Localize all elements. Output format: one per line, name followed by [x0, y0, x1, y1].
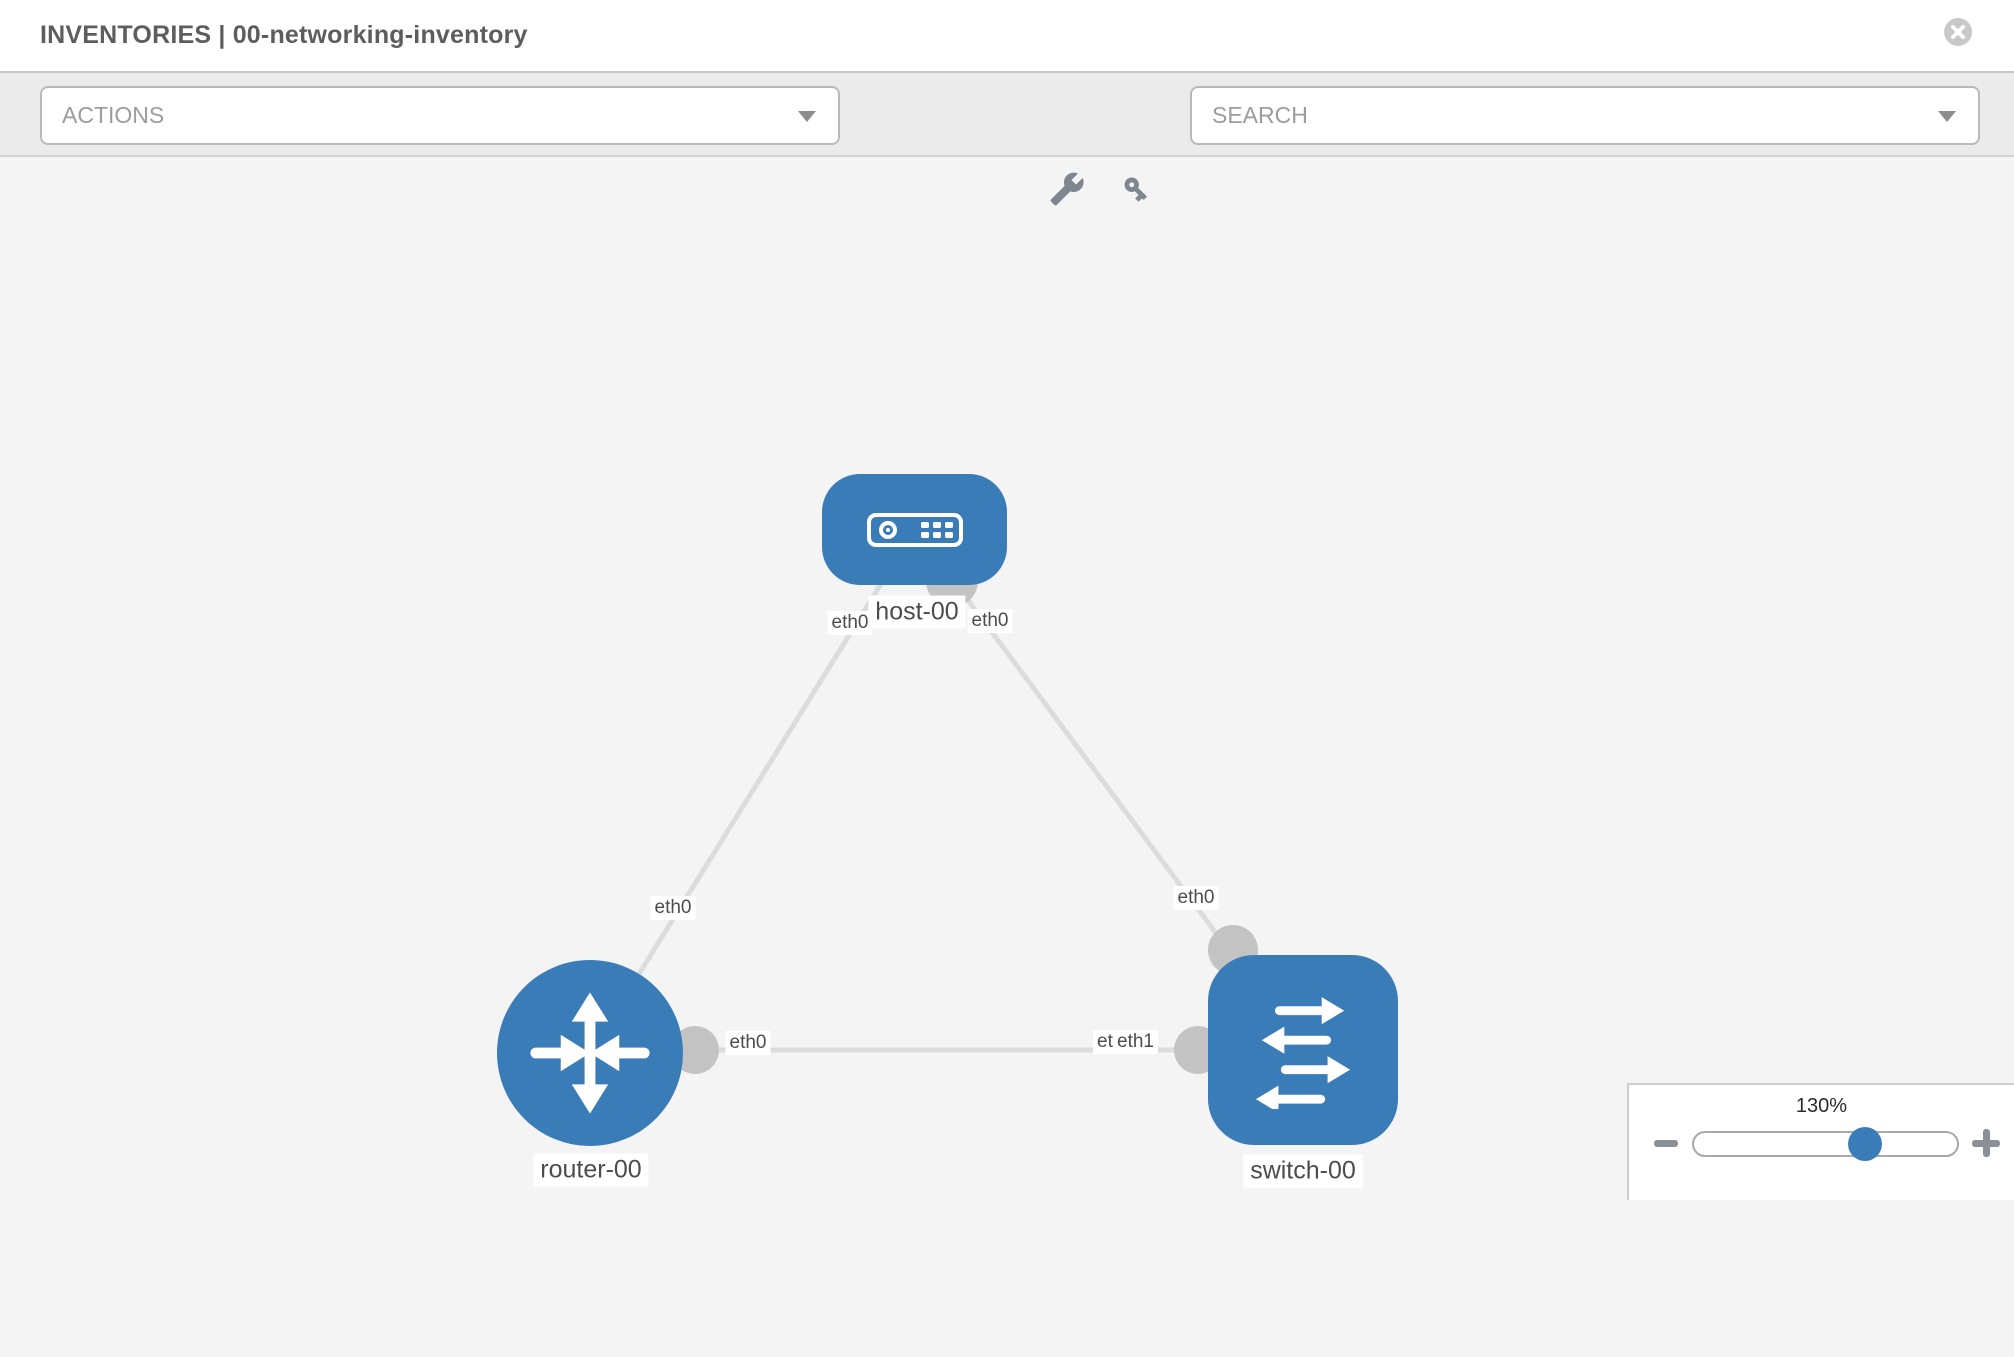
- node-label-host: host-00: [868, 595, 966, 629]
- credentials-button[interactable]: [1118, 171, 1154, 207]
- topology-canvas[interactable]: host-00 router-00 switch-00 eth0 eth0 et…: [0, 157, 2014, 1200]
- close-icon: [1951, 25, 1965, 39]
- page-title: INVENTORIES | 00-networking-inventory: [40, 21, 528, 49]
- interface-label-host-eth0-right: eth0: [967, 609, 1013, 633]
- zoom-control-panel: 130%: [1627, 1083, 2014, 1200]
- node-label-switch: switch-00: [1243, 1154, 1363, 1188]
- server-icon: [866, 512, 963, 547]
- close-button[interactable]: [1944, 18, 1972, 46]
- interface-label-switch-eth0-uplink: eth0: [1173, 886, 1219, 910]
- node-label-router: router-00: [533, 1153, 649, 1187]
- interface-label-router-eth0-uplink: eth0: [650, 896, 696, 920]
- chevron-down-icon: [1938, 111, 1956, 122]
- interface-label-host-eth0-left: eth0: [827, 611, 873, 635]
- zoom-in-icon[interactable]: [1972, 1129, 2000, 1157]
- interface-label-switch-eth1: eth1: [1113, 1030, 1158, 1054]
- configure-button[interactable]: [1049, 171, 1085, 207]
- chevron-down-icon: [798, 111, 816, 122]
- key-icon: [1124, 177, 1148, 202]
- node-host-00[interactable]: [822, 474, 1007, 585]
- topology-viewer-window: host-00 router-00 switch-00 eth0 eth0 et…: [0, 0, 2014, 1200]
- wrench-icon: [1050, 172, 1084, 206]
- router-icon: [530, 992, 650, 1114]
- node-router-00[interactable]: [497, 960, 683, 1146]
- node-switch-00[interactable]: [1208, 955, 1398, 1145]
- switch-icon: [1255, 997, 1351, 1109]
- actions-dropdown-label: ACTIONS: [62, 102, 165, 128]
- zoom-out-icon[interactable]: [1654, 1140, 1678, 1147]
- actions-dropdown[interactable]: ACTIONS: [40, 86, 840, 145]
- search-dropdown[interactable]: SEARCH: [1190, 86, 1980, 145]
- zoom-slider-handle[interactable]: [1848, 1127, 1882, 1161]
- toolbar: ACTIONS SEARCH: [0, 71, 2014, 206]
- interface-label-router-eth0: eth0: [725, 1031, 771, 1055]
- connector-dot-router: [671, 1026, 719, 1074]
- header-bar: INVENTORIES | 00-networking-inventory: [0, 0, 2014, 71]
- zoom-level-value: 130%: [1795, 1095, 1848, 1117]
- search-dropdown-label: SEARCH: [1212, 102, 1308, 128]
- zoom-slider-track[interactable]: [1692, 1131, 1959, 1157]
